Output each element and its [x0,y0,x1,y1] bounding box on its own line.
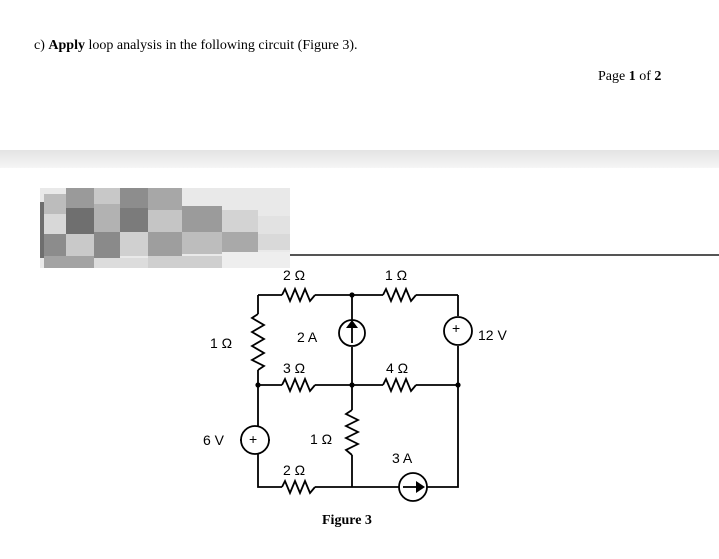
label-resistor-middle-left: 3 Ω [283,360,305,376]
voltage-plus-sign: + [249,431,257,447]
label-voltage-source-left: 6 V [203,432,225,448]
voltage-source-right: + [443,316,473,346]
junction-node [349,382,355,388]
current-source-top [338,319,366,347]
junction-node [255,382,261,388]
label-resistor-center: 1 Ω [310,431,332,447]
circuit-wires [240,294,459,488]
question-text: c) Apply loop analysis in the following … [34,37,358,55]
resistor-middle-left [281,376,316,394]
question-emphasis: Apply [48,38,85,53]
page-label: Page [598,69,629,84]
label-resistor-left: 1 Ω [210,335,232,351]
page-indicator: Page 1 of 2 [598,68,661,86]
label-resistor-top-right: 1 Ω [385,267,407,283]
page-separator-band [0,150,719,168]
current-source-bottom [398,472,428,502]
label-current-source-bottom: 3 A [392,450,413,466]
resistor-bottom [281,478,316,496]
question-body: loop analysis in the following circuit (… [84,38,358,53]
horizontal-rule [290,254,719,256]
page-current: 1 [628,69,636,84]
label-resistor-top-left: 2 Ω [283,267,305,283]
resistor-top-left [281,286,316,304]
voltage-plus-sign: + [452,320,460,336]
page-of-label: of [635,69,655,84]
arrow-up-icon [346,320,358,328]
page-total: 2 [654,69,662,84]
label-resistor-middle-right: 4 Ω [386,360,408,376]
voltage-source-left: + [240,425,270,455]
label-resistor-bottom: 2 Ω [283,462,305,478]
label-current-source-top: 2 A [297,329,318,345]
pixelated-redaction [40,188,290,268]
resistor-center [343,409,361,456]
resistor-middle-right [382,376,417,394]
figure-caption: Figure 3 [322,513,372,528]
resistor-top-right [382,286,417,304]
arrow-right-icon [416,481,425,493]
question-prefix: c) [34,38,49,53]
label-voltage-source-right: 12 V [478,327,507,343]
junction-node [455,382,461,388]
junction-node [349,292,355,298]
resistor-left [250,313,266,371]
